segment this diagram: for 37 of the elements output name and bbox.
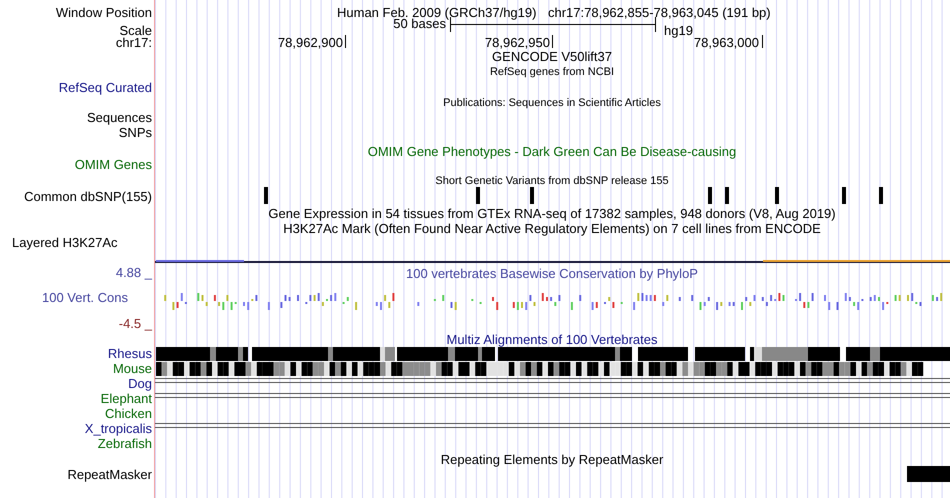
axis-label: 78,963,000 xyxy=(694,36,759,49)
track-title: H3K27Ac Mark (Often Found Near Active Regulatory Elements) on 7 cell lines from ENCODE xyxy=(283,222,821,235)
axis-label: 78,962,950 xyxy=(484,36,550,49)
track-label: Elephant xyxy=(100,392,152,405)
track-label: Rhesus xyxy=(108,347,152,360)
track-title: Gene Expression in 54 tissues from GTEx RNA-seq of 17382 samples, 948 donors (V8, Aug 2019) xyxy=(268,207,836,220)
track-title: 100 vertebrates Basewise Conservation by PhyloP xyxy=(406,267,698,280)
track-label: 100 Vert. Cons xyxy=(42,291,128,304)
track-label: X_tropicalis xyxy=(84,422,152,435)
axis-label: 50 bases xyxy=(393,17,446,30)
track-title: Short Genetic Variants from dbSNP release 155 xyxy=(435,176,669,187)
axis-label: hg19 xyxy=(664,24,693,37)
track-title: GENCODE V50lift37 xyxy=(492,50,612,63)
track-label: OMIM Genes xyxy=(74,158,152,171)
track-label: Zebrafish xyxy=(98,437,152,450)
track-label: chr17: xyxy=(116,36,152,49)
axis-label: Human Feb. 2009 (GRCh37/hg19) xyxy=(337,6,536,19)
track-label: Chicken xyxy=(105,407,152,420)
track-label: Mouse xyxy=(112,362,152,375)
track-label: Common dbSNP(155) xyxy=(24,190,152,203)
track-label: RepeatMasker xyxy=(67,468,152,481)
track-label: SNPs xyxy=(118,126,152,139)
track-label: Layered H3K27Ac xyxy=(12,236,118,249)
track-title: Publications: Sequences in Scientific Articles xyxy=(443,98,661,109)
track-title: RefSeq genes from NCBI xyxy=(490,67,614,78)
track-label: 4.88 _ xyxy=(116,266,152,279)
axis-label: chr17:78,962,855-78,963,045 (191 bp) xyxy=(548,6,771,19)
track-label: RefSeq Curated xyxy=(58,81,152,94)
track-title: OMIM Gene Phenotypes - Dark Green Can Be Disease-causing xyxy=(368,145,736,158)
track-label: Dog xyxy=(128,377,152,390)
track-label: Scale xyxy=(119,24,152,37)
track-title: Repeating Elements by RepeatMasker xyxy=(440,453,664,466)
axis-label: 78,962,900 xyxy=(278,36,343,49)
track-label: -4.5 _ xyxy=(118,317,152,330)
track-title: Multiz Alignments of 100 Vertebrates xyxy=(446,333,658,346)
track-label: Window Position xyxy=(56,6,152,19)
track-label: Sequences xyxy=(86,111,152,124)
